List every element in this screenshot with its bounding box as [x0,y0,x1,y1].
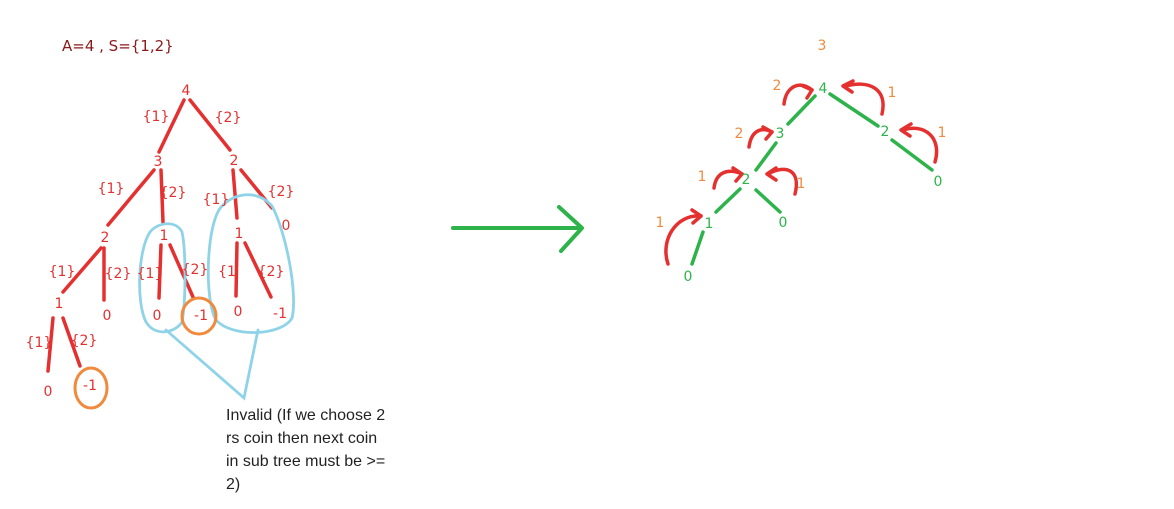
rnode-4: 4 [819,81,828,97]
redge-4-3 [786,94,817,126]
label-1-0a: {1} [137,266,164,282]
node-0-b: 0 [103,308,112,324]
arrow-1 [664,214,703,266]
label-1-m1b: {2} [258,264,285,280]
count-2: 1 [698,169,707,185]
label-2-1: {1} [203,192,230,208]
invalid-connector [164,328,260,401]
edge-3-1 [159,168,165,224]
label-3-1: {2} [160,185,187,201]
negative-highlights [73,296,218,410]
left-tree-edge-labels: {1} {2} {1} {2} {1} {2} {1} {2} {1} {2} … [26,109,295,351]
rnode-0-right: 0 [934,174,943,190]
redge-2-1 [714,187,742,214]
node-1-left: 1 [55,296,64,312]
edge-1-m1b [243,241,273,299]
rnode-0-bottom: 0 [684,269,693,285]
count-arrows [664,79,939,266]
label-1-0c: {1 [218,264,236,280]
right-tree-counts: 3 2 1 2 1 1 1 1 [656,38,947,231]
redge-2-0b [754,188,782,214]
label-4-2: {2} [215,110,242,126]
root-count: 3 [818,38,827,54]
note-line-4: 2) [226,476,241,493]
left-tree-nodes: 4 3 2 2 1 0 1 1 0 0 -1 0 -1 0 -1 [44,83,291,400]
node-minus1-c: -1 [83,378,97,394]
redge-2-0 [890,138,934,172]
node-1-right: 1 [235,226,244,242]
right-tree-nodes: 4 3 2 0 2 1 0 0 [684,81,943,285]
right-tree-edges [690,92,934,266]
label-2-0: {2} [268,184,295,200]
label-3-2: {1} [98,181,125,197]
node-2-left: 2 [101,230,110,246]
arrow-4-right [844,82,885,116]
redge-1-0 [690,230,705,266]
arrow-2-from-0 [766,167,799,196]
node-minus1-b: -1 [273,306,287,322]
node-1-mid: 1 [160,228,169,244]
node-3: 3 [154,154,163,170]
label-4-3: {1} [143,109,170,125]
node-4: 4 [182,83,191,99]
edge-2-1 [231,168,239,220]
invalid-note: Invalid (If we choose 2 rs coin then nex… [226,404,416,496]
edge-1-0c [234,241,239,298]
label-2-1l: {1} [49,264,76,280]
node-0-c: 0 [234,304,243,320]
redge-4-2 [828,92,880,128]
invalid-loop-2 [206,193,295,334]
note-line-2: rs coin then next coin [226,430,378,447]
node-minus1-a: -1 [194,308,208,324]
rnode-0-mid: 0 [779,215,788,231]
edge-1-0a [157,243,163,300]
left-tree-edges [46,98,274,373]
edge-2-1l [61,246,103,294]
note-line-3: in sub tree must be >= [226,453,386,470]
problem-title: A=4 , S={1,2} [62,37,174,55]
count-2-right: 1 [938,125,947,141]
rnode-2-right: 2 [881,124,890,140]
rnode-1: 1 [705,216,714,232]
node-0-a: 0 [153,308,162,324]
count-3: 2 [735,126,744,142]
redge-3-2 [754,141,778,172]
edge-4-3 [157,98,186,154]
rnode-3: 3 [776,126,785,142]
highlight-circle-1 [180,296,218,336]
count-4-right: 1 [888,85,897,101]
node-0-right: 0 [282,218,291,234]
highlight-circle-2 [73,366,109,410]
note-line-1: Invalid (If we choose 2 [226,407,386,424]
label-1-m1c: {2} [71,333,98,349]
edge-4-2 [188,98,232,152]
count-4-left: 2 [773,78,782,94]
edge-3-2 [106,168,156,227]
node-2-right: 2 [230,153,239,169]
edge-1-m1a [168,243,195,299]
rnode-2: 2 [742,172,751,188]
node-0-d: 0 [44,384,53,400]
count-0-mid: 1 [797,176,806,192]
label-1-0d: {1} [26,335,53,351]
transform-arrow [451,205,584,253]
label-1-m1a: {2} [182,262,209,278]
label-2-0b: {2} [105,266,132,282]
arrow-2-right [901,126,939,164]
count-1: 1 [656,215,665,231]
edge-1-m1c [61,316,82,368]
edge-1-0d [46,316,55,373]
